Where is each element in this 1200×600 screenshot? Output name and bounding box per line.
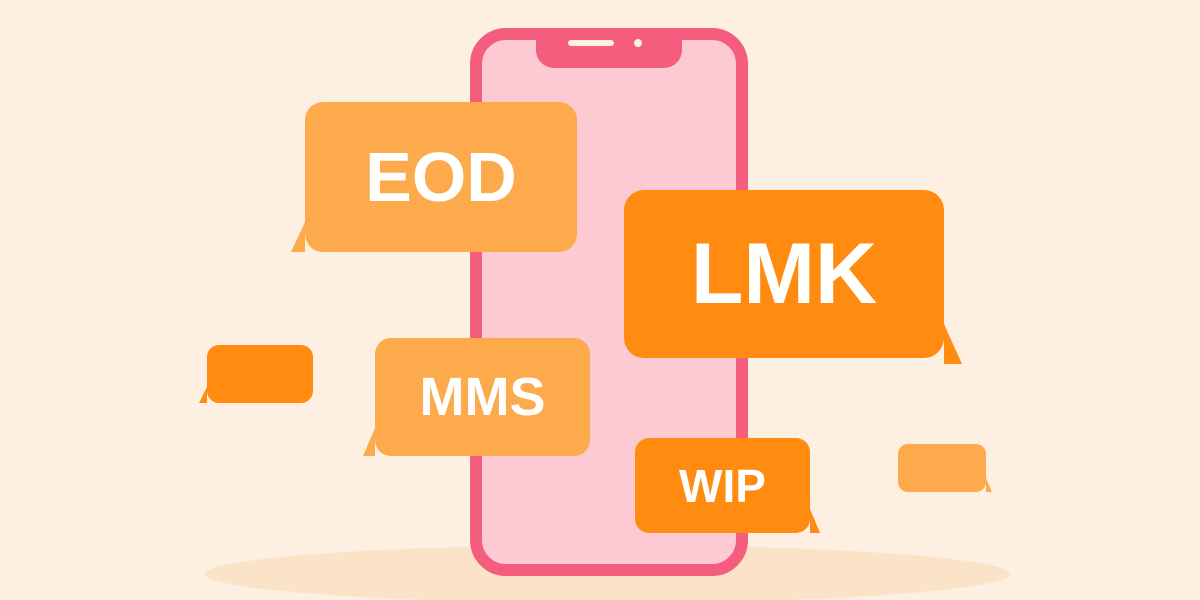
bubble-text-wip: WIP	[679, 459, 766, 512]
bubble-tail	[291, 222, 305, 252]
chat-bubble-empty-right	[898, 444, 992, 492]
bubble-text-eod: EOD	[365, 138, 517, 216]
chat-bubble-mms: MMS	[363, 338, 590, 456]
chat-bubble-wip: WIP	[635, 438, 820, 533]
bubble-tail	[810, 509, 820, 533]
phone-notch	[536, 28, 682, 68]
chat-bubble-lmk: LMK	[624, 190, 962, 364]
chat-bubble-eod: EOD	[291, 102, 577, 252]
chat-bubble-empty-left	[199, 345, 313, 403]
bubble-tail	[986, 478, 992, 492]
phone-camera	[634, 39, 642, 47]
bubble-text-lmk: LMK	[690, 225, 878, 322]
bubble-tail	[944, 324, 962, 364]
phone-speaker	[568, 40, 614, 46]
bubble-tail	[363, 428, 375, 456]
bubble-tail	[199, 387, 207, 403]
bubble-text-mms: MMS	[419, 367, 546, 427]
